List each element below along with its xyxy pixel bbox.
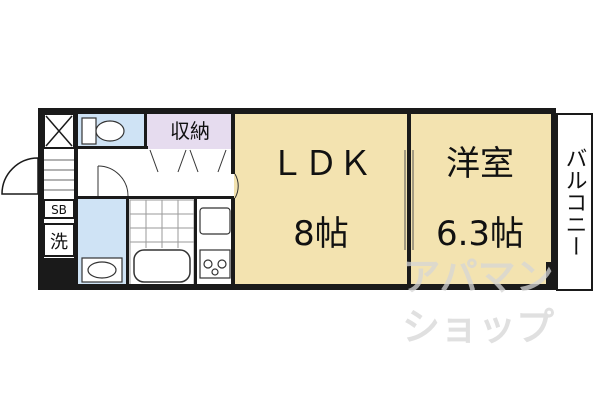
western-room-size-label: 6.3帖 [436, 214, 524, 254]
kitchen-stove-icon [199, 207, 231, 279]
shoe-box-label: SB [51, 203, 67, 217]
watermark-line1: アパマン [402, 255, 553, 299]
ldk-size-label: 8帖 [293, 214, 349, 254]
storage-floor [146, 114, 234, 149]
ldk-floor [234, 114, 407, 288]
balcony-label: バルコニー [562, 147, 587, 257]
outer-walls [38, 108, 556, 290]
left-column-fill [44, 258, 74, 284]
interior-walls [74, 114, 411, 288]
entrance-door-icon [1, 157, 39, 195]
balcony-area [556, 113, 593, 291]
toilet-icon [81, 117, 125, 145]
bathtub-icon [133, 249, 191, 283]
storage-label: 収納 [170, 119, 210, 143]
washer-label: 洗 [50, 232, 68, 253]
western-room-floor [411, 114, 551, 288]
washbasin-icon [81, 257, 123, 283]
door-swings [97, 165, 239, 199]
watermark-line2: ショップ [402, 305, 554, 349]
left-column [43, 113, 75, 257]
sliding-partition [404, 150, 414, 250]
western-room-name-label: 洋室 [446, 144, 514, 184]
storage-doors [149, 149, 227, 173]
genkan-hatch [44, 159, 74, 191]
ldk-name-label: ＬＤＫ [270, 144, 372, 184]
duct-x [45, 115, 73, 147]
